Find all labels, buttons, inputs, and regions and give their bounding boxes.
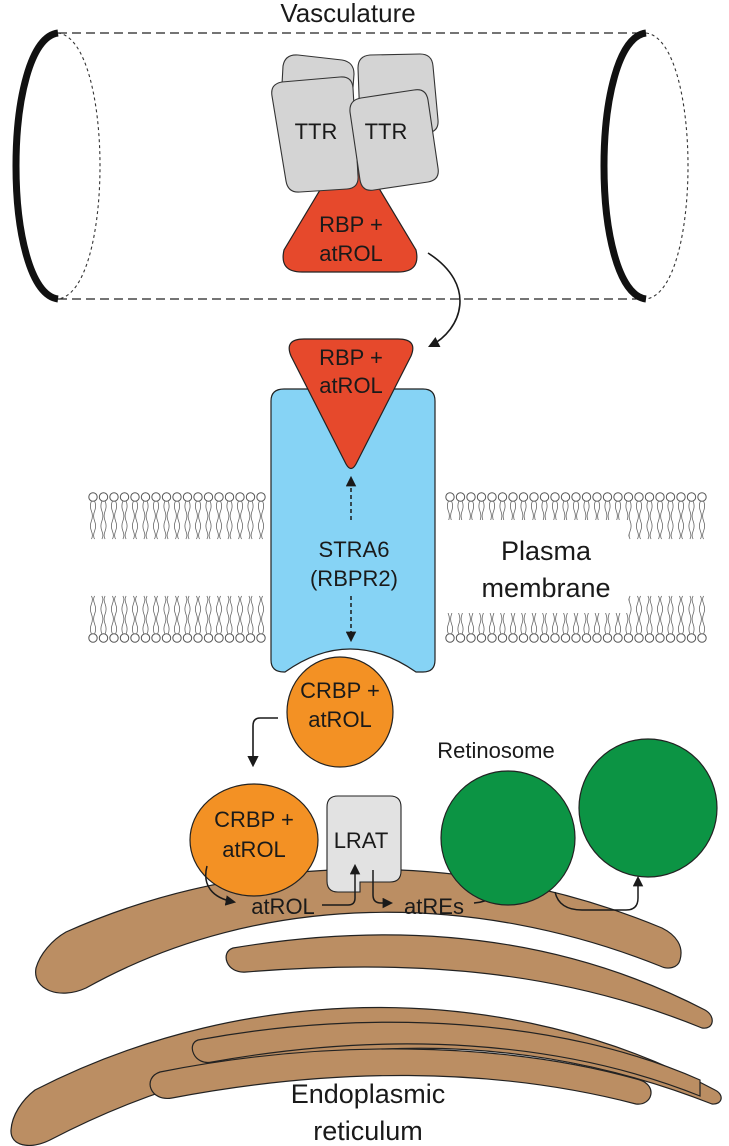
- lipid-head-outer: [119, 492, 130, 540]
- lipid-head-inner: [151, 595, 161, 643]
- lipid-head-inner: [235, 595, 245, 643]
- lipid-head-outer: [697, 492, 707, 540]
- retinosome-1: [440, 770, 576, 906]
- lipid-head-inner: [98, 595, 109, 643]
- ttr-tetramer: [271, 53, 439, 193]
- crbp-er-label-1: CRBP +: [214, 807, 294, 832]
- lipid-head-inner: [697, 595, 707, 643]
- lipid-head-inner: [182, 595, 193, 643]
- crbp-receptor-label-2: atROL: [308, 707, 372, 732]
- crbp-atrol-er: [189, 783, 319, 897]
- lipid-head-inner: [634, 595, 644, 643]
- lrat-label: LRAT: [334, 828, 389, 853]
- vasculature-label: Vasculature: [280, 0, 415, 28]
- arrow-atrol-to-lrat: [322, 863, 361, 906]
- transfer-arrow-crbp: [247, 717, 278, 768]
- lipid-head-inner: [256, 595, 266, 643]
- vasculature-vessel: [12, 29, 689, 303]
- crbp-receptor-label-1: CRBP +: [300, 678, 380, 703]
- lipid-head-inner: [140, 595, 151, 643]
- ttr-label-left: TTR: [295, 119, 338, 144]
- stra6-label-1: STRA6: [319, 537, 390, 562]
- lipid-head-inner: [655, 595, 665, 643]
- lipid-head-outer: [686, 492, 697, 540]
- transport-arrow-to-receptor: [427, 252, 461, 348]
- rbp-atrol-receptor: [288, 338, 414, 470]
- rbp-vessel-label-2: atROL: [319, 241, 383, 266]
- arrow-crbp-to-atrol: [205, 865, 237, 906]
- stra6-label-2: (RBPR2): [310, 566, 398, 591]
- rbp-vessel-label-1: RBP +: [319, 212, 383, 237]
- lipid-head-outer: [172, 492, 182, 540]
- lipid-head-outer: [245, 492, 256, 540]
- lipid-head-outer: [644, 492, 655, 540]
- lipid-head-outer: [214, 492, 224, 540]
- plasma-membrane-label-box: [446, 520, 628, 613]
- lipid-head-inner: [644, 595, 655, 643]
- ttr-label-right: TTR: [365, 119, 408, 144]
- lipid-head-inner: [665, 595, 676, 643]
- rbp-atrol-vessel: [282, 138, 418, 273]
- lipid-head-outer: [203, 492, 214, 540]
- retinosome-2: [578, 738, 718, 878]
- lipid-head-inner: [119, 595, 130, 643]
- lipid-head-inner: [161, 595, 172, 643]
- lipid-head-inner: [214, 595, 224, 643]
- lipid-head-inner: [224, 595, 235, 643]
- rbp-receptor-label-2: atROL: [319, 373, 383, 398]
- stra6-receptor: [270, 388, 436, 673]
- lipid-head-inner: [193, 595, 203, 643]
- lipid-head-inner: [172, 595, 182, 643]
- crbp-er-label-2: atROL: [222, 837, 286, 862]
- lipid-head-inner: [130, 595, 140, 643]
- er-label-2: reticulum: [313, 1116, 423, 1146]
- arrow-lrat-to-atres: [372, 870, 394, 909]
- lipid-head-inner: [109, 595, 119, 643]
- crbp-atrol-receptor: [286, 656, 394, 768]
- lipid-head-outer: [676, 492, 686, 540]
- lipid-head-outer: [224, 492, 235, 540]
- lipid-head-outer: [140, 492, 151, 540]
- atres-label: atREs: [404, 894, 464, 919]
- lipid-head-outer: [634, 492, 644, 540]
- lipid-head-outer: [182, 492, 193, 540]
- lipid-head-outer: [130, 492, 140, 540]
- rbp-receptor-label-1: RBP +: [319, 345, 383, 370]
- lipid-head-outer: [88, 492, 98, 540]
- lipid-head-inner: [676, 595, 686, 643]
- atrol-label: atROL: [251, 894, 315, 919]
- lipid-head-outer: [151, 492, 161, 540]
- lipid-head-inner: [686, 595, 697, 643]
- lipid-head-outer: [235, 492, 245, 540]
- lipid-head-outer: [161, 492, 172, 540]
- lipid-head-outer: [109, 492, 119, 540]
- retinosome-label: Retinosome: [437, 738, 554, 763]
- lipid-head-outer: [193, 492, 203, 540]
- er-label-1: Endoplasmic: [291, 1079, 446, 1109]
- lipid-head-inner: [88, 595, 98, 643]
- plasma-membrane-label-1: Plasma: [501, 536, 592, 566]
- lipid-head-inner: [203, 595, 214, 643]
- plasma-membrane-label-2: membrane: [481, 573, 610, 603]
- lipid-head-inner: [245, 595, 256, 643]
- lipid-head-outer: [98, 492, 109, 540]
- lrat-enzyme: [326, 795, 402, 893]
- arrow-retinosome-to-retinosome: [554, 875, 644, 911]
- lipid-head-outer: [665, 492, 676, 540]
- lipid-head-outer: [655, 492, 665, 540]
- lipid-head-outer: [256, 492, 266, 540]
